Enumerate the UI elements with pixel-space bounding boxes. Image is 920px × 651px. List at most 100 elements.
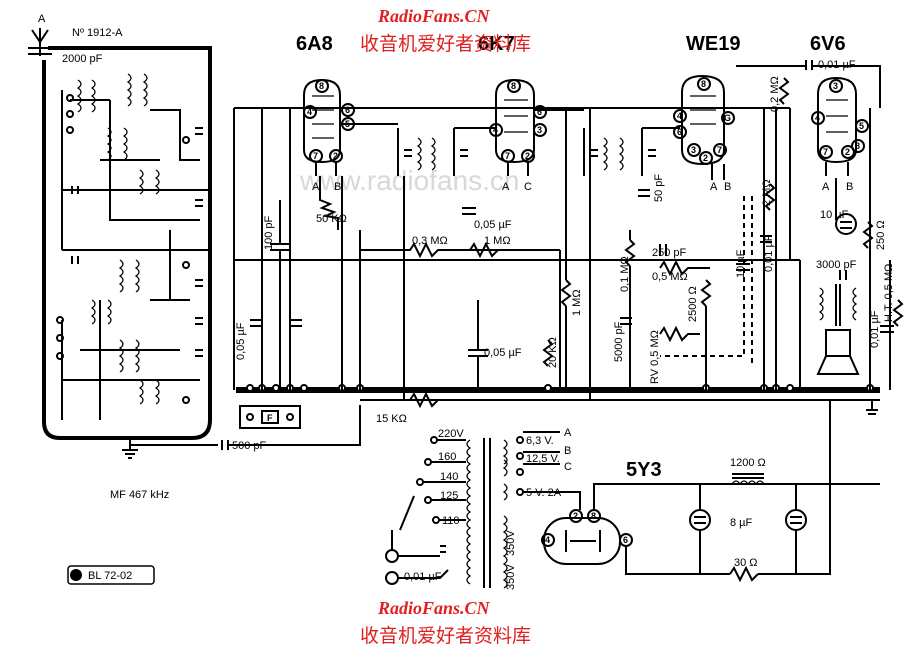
svg-text:6: 6 [677, 127, 682, 137]
pin-a-6k7: A [502, 181, 510, 193]
svg-text:4: 4 [307, 107, 312, 117]
watermark-bottom-cn: 收音机爱好者资料库 [360, 625, 531, 647]
capacitor-network [250, 60, 894, 388]
svg-text:7: 7 [823, 147, 828, 157]
c-10-label: 10 µF [735, 249, 747, 278]
r-15k-label: 15 KΩ [376, 413, 407, 425]
c-005a-label: 0,05 µF [235, 322, 247, 360]
c-250-label: 250 pF [652, 247, 687, 259]
tube-5y3-label: 5Y3 [626, 459, 662, 481]
sec-350b: 350V [505, 564, 517, 590]
watermark-top-site: RadioFans.CN [377, 6, 491, 26]
svg-text:4: 4 [677, 111, 682, 121]
faint-watermark: www.radiofans.cn [299, 165, 519, 196]
tube-6k7: 8 6 4 3 7 2 [489, 78, 547, 176]
model-ref: Nº 1912-A [72, 27, 123, 39]
mid-rail [233, 108, 800, 390]
svg-text:7: 7 [717, 145, 722, 155]
c-005b-label: 0,05 µF [474, 219, 512, 231]
watermark-bottom-site: RadioFans.CN [377, 598, 491, 618]
tube-we19: 8 4 6 G 3 2 7 [673, 74, 735, 180]
svg-text:3: 3 [537, 125, 542, 135]
svg-text:8: 8 [855, 141, 860, 151]
r-2m-label: 2 MΩ [761, 179, 773, 206]
svg-text:8: 8 [319, 81, 324, 91]
c-005c-label: 0,05 µF [484, 347, 522, 359]
pin-b-we19: B [724, 181, 731, 193]
choke-label: 1200 Ω [730, 457, 766, 469]
tube-5y3: 4 2 8 6 [541, 400, 880, 575]
r-05m-label: 0,5 MΩ [652, 271, 688, 283]
r-50k-label: 50 KΩ [316, 213, 347, 225]
if-transformers [340, 109, 680, 176]
svg-text:8: 8 [591, 511, 596, 521]
tap-110: 110 [442, 515, 460, 527]
c-001b-label: 0,01 µF [818, 59, 856, 71]
r-01m-label: 0,1 MΩ [619, 256, 631, 292]
svg-text:8: 8 [701, 79, 706, 89]
c-5000-label: 5000 pF [613, 321, 625, 362]
vertical-wiring [261, 108, 891, 400]
resistor-network [319, 77, 904, 583]
r-1mv-label: 1 MΩ [571, 289, 583, 316]
pin-c-6k7: C [524, 181, 532, 193]
svg-text:2: 2 [525, 151, 530, 161]
tube-6v6: 3 4 5 7 2 8 [811, 76, 869, 176]
c-50-label: 50 pF [653, 174, 665, 202]
filter-section [689, 473, 807, 574]
pin-b-6v6: B [846, 181, 853, 193]
c-8-label: 8 µF [730, 517, 753, 529]
svg-text:2: 2 [703, 153, 708, 163]
svg-text:4: 4 [493, 125, 498, 135]
mains-plug [385, 530, 449, 585]
speaker [816, 329, 860, 375]
pin-a-we19: A [710, 181, 718, 193]
rf-coil-assembly [28, 28, 212, 459]
c-10b-label: 10 µF [820, 209, 849, 221]
svg-text:4: 4 [815, 113, 820, 123]
output-transformer [818, 284, 858, 326]
tube-6a8: 8 4 6 5 7 2 [303, 78, 355, 176]
ground-symbol-right [866, 400, 878, 415]
tap-125: 125 [440, 490, 458, 502]
svg-text:6: 6 [537, 107, 542, 117]
svg-text:5: 5 [859, 121, 864, 131]
r-30-label: 30 Ω [734, 557, 758, 569]
c-plug-label: 0,01 µF [404, 571, 442, 583]
electrolytic-10uf [835, 213, 857, 235]
r-2500-label: 2500 Ω [687, 286, 699, 322]
svg-text:8: 8 [511, 81, 516, 91]
svg-text:3: 3 [691, 145, 696, 155]
sec-term-c: C [564, 461, 572, 473]
antenna-label: A [38, 13, 46, 25]
svg-text:6: 6 [623, 535, 628, 545]
r-250-label: 250 Ω [875, 220, 887, 250]
r-rv-label: RV 0,5 MΩ [649, 330, 661, 384]
pin-a-6v6: A [822, 181, 830, 193]
pin-b-6a8: B [334, 181, 341, 193]
fuse [239, 405, 301, 429]
tube-6k7-label: 6K7 [478, 33, 515, 55]
badge [67, 565, 155, 585]
r-03m-label: 0,3 MΩ [412, 235, 448, 247]
tap-160: 160 [438, 451, 456, 463]
sec-5v: 5 V. 2A [526, 487, 562, 499]
svg-text:2: 2 [333, 151, 338, 161]
r-1m-label: 1 MΩ [484, 235, 511, 247]
svg-text:2: 2 [573, 511, 578, 521]
c-3000-label: 3000 pF [816, 259, 857, 271]
sec-12v5: 12,5 V. [526, 453, 560, 465]
tube-6v6-label: 6V6 [810, 33, 846, 55]
svg-text:4: 4 [545, 535, 550, 545]
svg-text:7: 7 [505, 151, 510, 161]
sec-350a: 350V [505, 530, 517, 556]
tap-140: 140 [440, 471, 458, 483]
tube-6a8-label: 6A8 [296, 33, 333, 55]
r-02m-label: 0,2 MΩ [769, 76, 781, 112]
badge-label: BL 72-02 [88, 570, 132, 582]
c-001c-label: 0,01 µF [869, 310, 881, 348]
c-001a-label: 0,01 µF [763, 234, 775, 272]
c-500 [130, 405, 361, 450]
